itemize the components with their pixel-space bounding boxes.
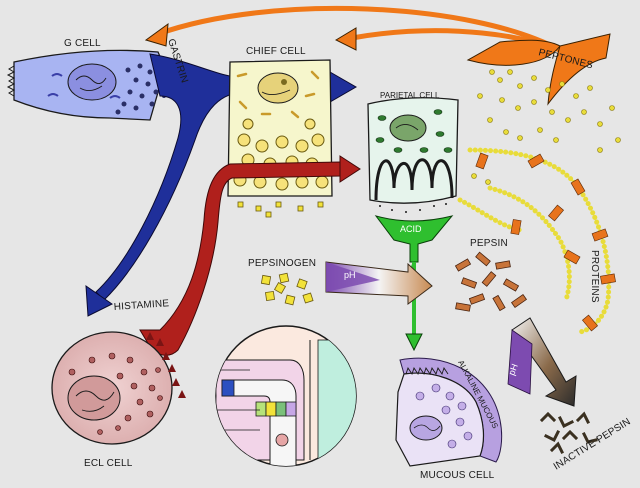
histamine-arrow-head-parietal [339, 155, 361, 183]
parietal-cell-nucleus [389, 114, 427, 142]
gastrin-arrow-head-parietal [329, 71, 358, 103]
ecl-cell-histamine-release [146, 332, 186, 398]
g-cell-label: G CELL [64, 38, 101, 49]
ph-bottom-wedge [507, 329, 533, 395]
g-cell-nucleus [67, 63, 117, 101]
chief-cell-mitochondria [236, 70, 320, 119]
mucous-cell-granules [415, 383, 473, 449]
gland-cell-pink [275, 433, 289, 447]
protein-markers [475, 152, 616, 332]
acid-label: ACID [400, 224, 422, 234]
g-cell [6, 49, 166, 121]
parietal-cell-label: PARIETAL CELL [380, 91, 440, 100]
ph-arrow-wedge [326, 262, 380, 292]
ph-bottom-label: pH [506, 362, 519, 376]
peptone-arrow-head-chief-cell [334, 27, 357, 51]
histamine-label: HISTAMINE [113, 298, 169, 313]
ecl-cell-granules [68, 352, 163, 435]
chief-cell-nucleus [257, 72, 299, 104]
pepsinogen-molecules [260, 272, 314, 306]
protein-chain-mid [487, 185, 572, 303]
ph-bottom-arrow-body [511, 317, 577, 407]
ecl-cell [51, 331, 186, 445]
peptone-funnel [466, 33, 611, 106]
histamine-arrows [139, 155, 361, 356]
gland-outer-mint [317, 339, 356, 461]
chief-cell-label: CHIEF CELL [246, 46, 306, 57]
acid-arrow-head [405, 333, 423, 352]
gland-cell-yellow [265, 401, 277, 417]
protein-chain-short [457, 197, 523, 233]
ecl-cell-nucleus [67, 375, 121, 421]
ph-activation-arrow [325, 261, 433, 305]
protein-chain-long [467, 147, 612, 335]
gland-cell-green-2 [275, 401, 287, 417]
chief-cell-secreted-pepsinogen [237, 201, 324, 218]
mucous-cell [395, 357, 503, 467]
proteins-label: PROTEINS [589, 250, 600, 303]
mucous-cell-nucleus [409, 415, 443, 441]
ecl-cell-label: ECL CELL [84, 458, 133, 469]
inactive-pepsin-molecules [539, 411, 598, 455]
chief-cell [227, 59, 333, 218]
mucous-cell-label: MUCOUS CELL [420, 470, 495, 481]
pepsinogen-label: PEPSINOGEN [248, 258, 316, 269]
gland-cell-green-1 [255, 401, 267, 417]
acid-funnel [374, 215, 454, 263]
peptone-arrow-head-g-cell [144, 22, 169, 47]
ph-inactivation-arrow [507, 317, 577, 407]
histamine-arrow-body [139, 161, 341, 356]
gastric-gland-cross-section [215, 325, 357, 467]
pepsin-molecules [454, 251, 528, 312]
peptones-feedback-arrows [144, 5, 611, 106]
gastrin-arrow-head-ecl [85, 284, 113, 317]
g-cell-microvilli [6, 65, 16, 97]
ph-top-label: pH [344, 270, 356, 280]
parietal-cell-dots [379, 203, 447, 213]
parietal-cell-mitochondria [375, 109, 453, 153]
gland-cell-blue [221, 379, 235, 397]
peptone-particles [471, 69, 621, 185]
pepsin-label: PEPSIN [470, 238, 508, 249]
parietal-cell [367, 97, 459, 213]
g-cell-mitochondria [47, 73, 121, 99]
mucous-cell-microvilli [405, 366, 449, 376]
parietal-cell-canaliculi [374, 158, 454, 201]
peptone-arrow-to-g-cell [157, 5, 562, 53]
gland-cell-purple [285, 401, 297, 417]
